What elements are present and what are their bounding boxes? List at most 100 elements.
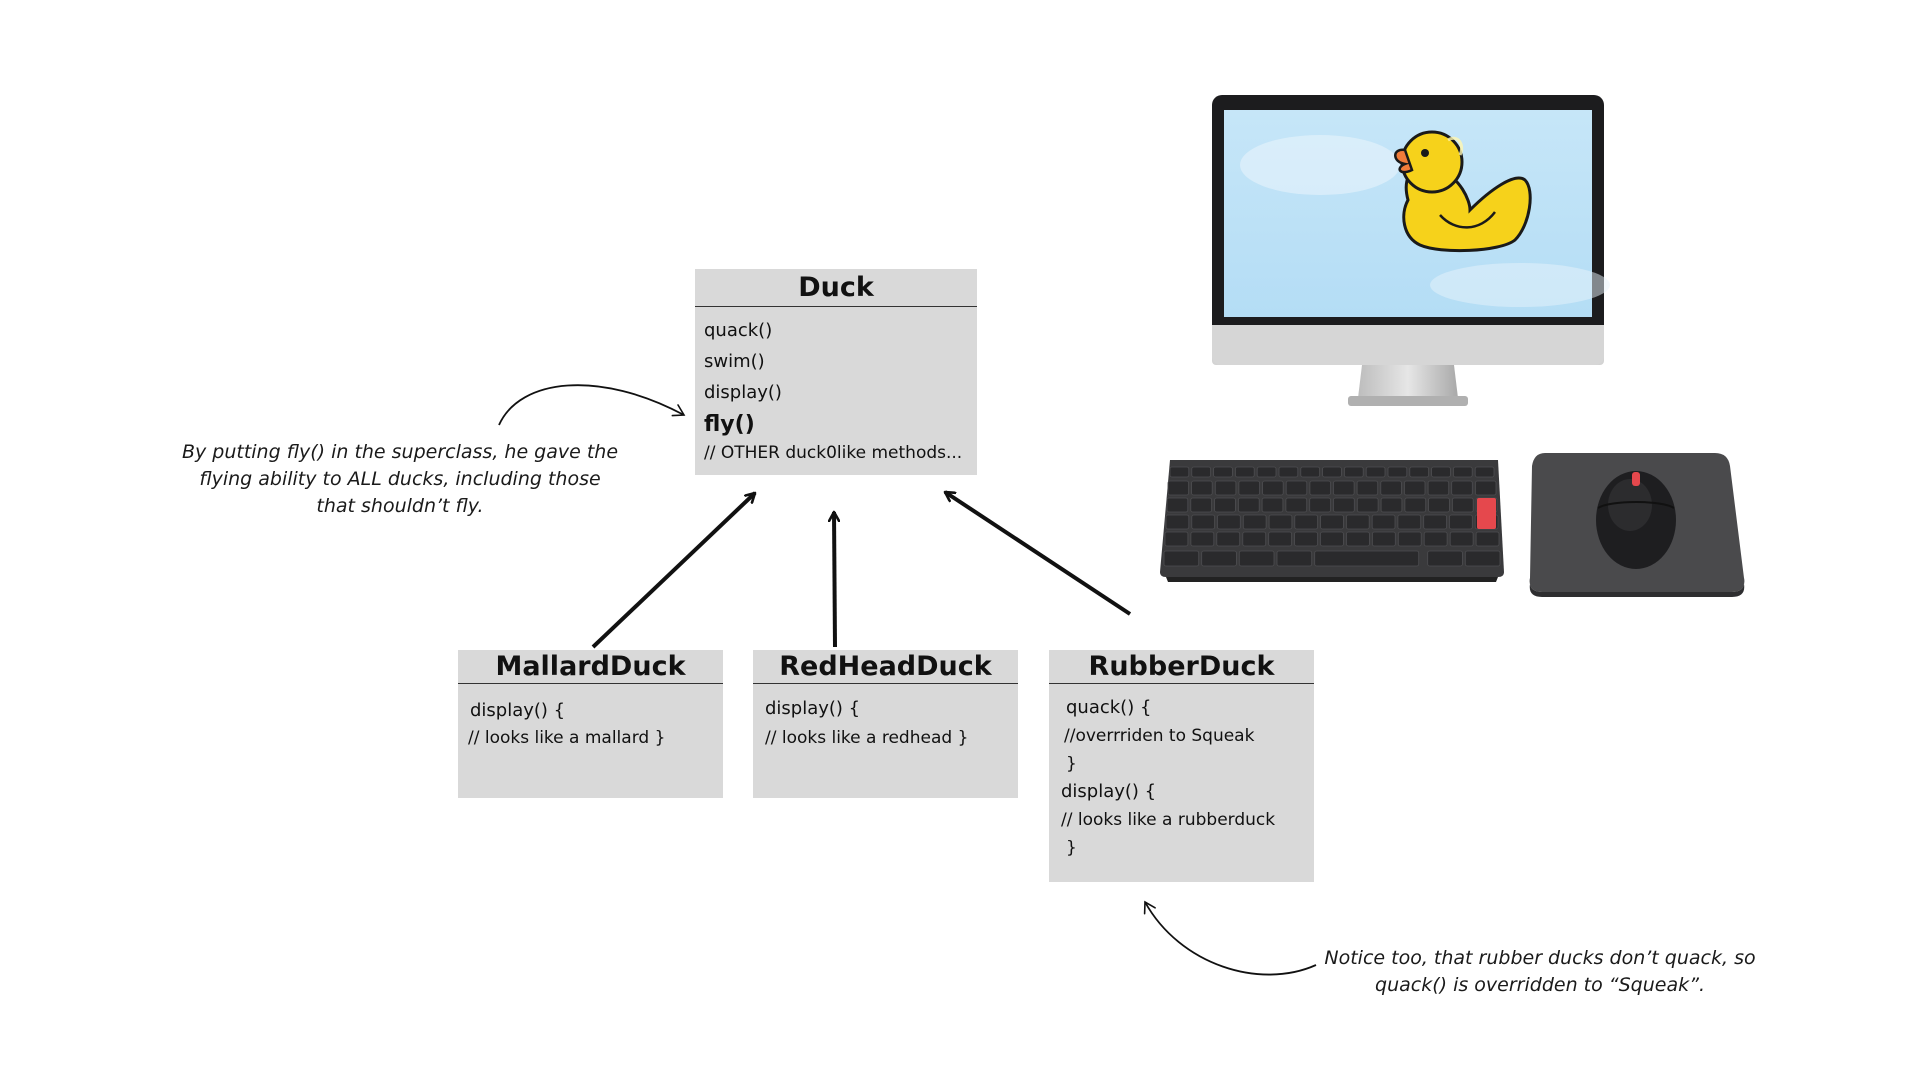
keyboard-key	[1404, 497, 1427, 513]
keyboard-key	[1409, 466, 1430, 478]
keyboard-key	[1276, 550, 1313, 567]
duck-method-swim: swim()	[704, 351, 765, 372]
keyboard-key	[1191, 514, 1216, 530]
rubber-duck-class-box: RubberDuck quack() { //overrriden to Squ…	[1049, 650, 1314, 882]
keyboard-key	[1268, 531, 1292, 547]
keyboard-key	[1333, 497, 1355, 513]
keyboard-key	[1238, 480, 1260, 496]
keyboard-key	[1387, 466, 1408, 478]
keyboard-key	[1261, 497, 1284, 513]
rubber-inherits-arrow	[945, 490, 1132, 616]
keyboard-key	[1262, 480, 1284, 496]
keyboard-key	[1371, 514, 1396, 530]
duck-method-display: display()	[704, 382, 782, 403]
keyboard-key	[1213, 466, 1233, 478]
keyboard-key	[1242, 531, 1267, 547]
mallard-inherits-arrow	[591, 491, 757, 649]
keyboard-key	[1356, 480, 1379, 496]
mouse-icon	[1596, 471, 1676, 569]
keyboard-key	[1300, 466, 1321, 478]
redhead-inherits-arrow	[834, 512, 835, 648]
quack-note-curved-arrow	[1143, 900, 1317, 976]
keyboard-key	[1163, 550, 1200, 567]
keyboard-key	[1346, 531, 1370, 547]
keyboard-key	[1322, 466, 1342, 478]
keyboard-key	[1475, 531, 1500, 547]
keyboard-key	[1169, 466, 1190, 478]
quack-note-line-2: quack() is overridden to “Squeak”.	[1375, 974, 1705, 996]
keyboard-key	[1235, 466, 1255, 478]
keyboard-key	[1320, 531, 1344, 547]
keyboard-key	[1309, 480, 1331, 496]
keyboard-key	[1380, 497, 1403, 513]
fly-note-line-2: flying ability to ALL ducks, including t…	[199, 468, 601, 490]
keyboard-key	[1344, 466, 1364, 478]
duck-class-title: Duck	[695, 269, 977, 307]
keyboard-key	[1423, 514, 1447, 530]
redhead-duck-class-title: RedHeadDuck	[753, 650, 1018, 684]
keyboard-key	[1238, 550, 1275, 567]
keyboard-key	[1191, 480, 1213, 496]
keyboard-key	[1320, 514, 1344, 530]
keyboard-key	[1423, 531, 1448, 547]
keyboard-key	[1309, 497, 1331, 513]
keyboard-key	[1475, 480, 1497, 496]
keyboard-key	[1242, 514, 1267, 530]
rubber-display-line: display() {	[1061, 781, 1157, 802]
keyboard-key	[1431, 466, 1451, 478]
mallard-duck-class-title: MallardDuck	[458, 650, 723, 684]
keyboard-key	[1278, 466, 1299, 478]
mallard-duck-class-box: MallardDuck display() { // looks like a …	[458, 650, 723, 798]
keyboard-key	[1397, 531, 1422, 547]
keyboard-key	[1166, 497, 1189, 513]
duck-method-quack: quack()	[704, 320, 773, 341]
rubber-duck-icon	[1394, 130, 1532, 253]
quack-annotation-note: Notice too, that rubber ducks don’t quac…	[1310, 945, 1770, 999]
keyboard-key	[1397, 514, 1422, 530]
keyboard-key	[1372, 531, 1396, 547]
fly-note-curved-arrow	[498, 384, 686, 426]
rubber-display-close: }	[1066, 838, 1077, 858]
keyboard-key	[1285, 497, 1308, 513]
keyboard-key	[1474, 466, 1495, 478]
keyboard-key	[1164, 531, 1189, 547]
fly-note-line-3: that shouldn’t fly.	[316, 495, 484, 517]
keyboard-key	[1201, 550, 1237, 567]
keyboard-key	[1452, 497, 1474, 513]
keyboard-key	[1449, 531, 1474, 547]
duck-method-fly: fly()	[704, 412, 755, 437]
enter-key-accent	[1477, 498, 1496, 529]
rubber-quack-close: }	[1066, 754, 1077, 774]
redhead-duck-class-box: RedHeadDuck display() { // looks like a …	[753, 650, 1018, 798]
redhead-comment-line: // looks like a redhead }	[765, 728, 969, 748]
keyboard-key	[1191, 466, 1212, 478]
keyboard-key	[1214, 497, 1236, 513]
keyboard-key	[1256, 466, 1277, 478]
keyboard-key	[1449, 514, 1473, 530]
keyboard-key	[1453, 466, 1473, 478]
keyboard-key	[1190, 497, 1213, 513]
keyboard-key	[1285, 480, 1308, 496]
fly-note-line-1: By putting fly() in the superclass, he g…	[181, 441, 619, 463]
duck-class-box: Duck quack() swim() display() fly() // O…	[695, 269, 977, 475]
keyboard-key	[1356, 497, 1379, 513]
keyboard-key	[1404, 480, 1426, 496]
rubber-quack-line: quack() {	[1066, 697, 1152, 718]
mallard-comment-line: // looks like a mallard }	[468, 728, 666, 748]
keyboard-key	[1294, 514, 1319, 530]
keyboard-key	[1294, 531, 1318, 547]
keyboard-key	[1238, 497, 1260, 513]
keyboard-key	[1190, 531, 1215, 547]
keyboard-key	[1268, 514, 1293, 530]
keyboard-key	[1428, 497, 1450, 513]
rubber-override-comment: //overrriden to Squeak	[1064, 726, 1255, 746]
keyboard-key	[1427, 480, 1450, 496]
redhead-display-line: display() {	[765, 698, 861, 719]
keyboard-key	[1217, 514, 1241, 530]
keyboard-key	[1333, 480, 1355, 496]
quack-note-line-1: Notice too, that rubber ducks don’t quac…	[1324, 947, 1756, 969]
rubber-comment-line: // looks like a rubberduck	[1061, 810, 1276, 830]
keyboard-key	[1464, 550, 1501, 567]
keyboard-key	[1346, 514, 1370, 530]
keyboard-key	[1214, 480, 1237, 496]
